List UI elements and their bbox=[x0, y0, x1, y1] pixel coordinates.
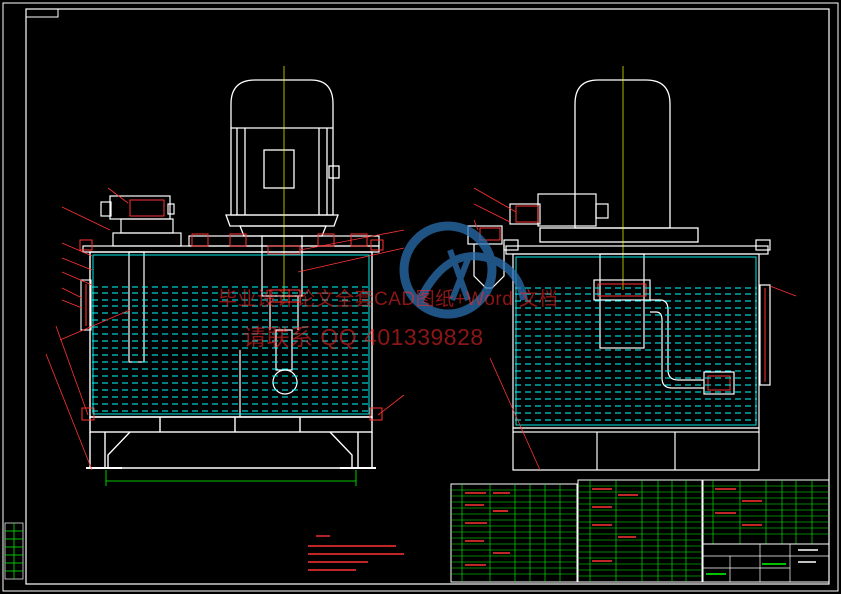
leaders-right bbox=[473, 187, 797, 471]
motor-left bbox=[225, 79, 340, 237]
technical-notes bbox=[308, 535, 404, 571]
fluid-left bbox=[92, 286, 370, 412]
tank-left bbox=[86, 251, 376, 469]
top-left-tag bbox=[25, 8, 59, 18]
dimension-left bbox=[105, 470, 357, 486]
watermark-line-2: 请联系 QQ 401339828 bbox=[243, 324, 484, 350]
valve-block-left bbox=[100, 195, 182, 247]
parts-list-table bbox=[450, 479, 830, 583]
front-view bbox=[45, 66, 405, 486]
side-view bbox=[467, 66, 797, 471]
top-cover-left bbox=[82, 235, 380, 253]
title-block bbox=[702, 543, 830, 583]
left-margin-strip bbox=[4, 522, 24, 580]
watermark-line-1: 毕业设计论文全套CAD图纸+Word 文档 bbox=[218, 289, 559, 310]
cover-bolts-left bbox=[79, 233, 384, 251]
motor-right bbox=[539, 79, 699, 243]
watermark-logo-icon bbox=[399, 221, 528, 319]
leaders-left bbox=[45, 187, 405, 471]
inner-frame bbox=[25, 8, 830, 585]
fluid-right bbox=[515, 287, 757, 421]
